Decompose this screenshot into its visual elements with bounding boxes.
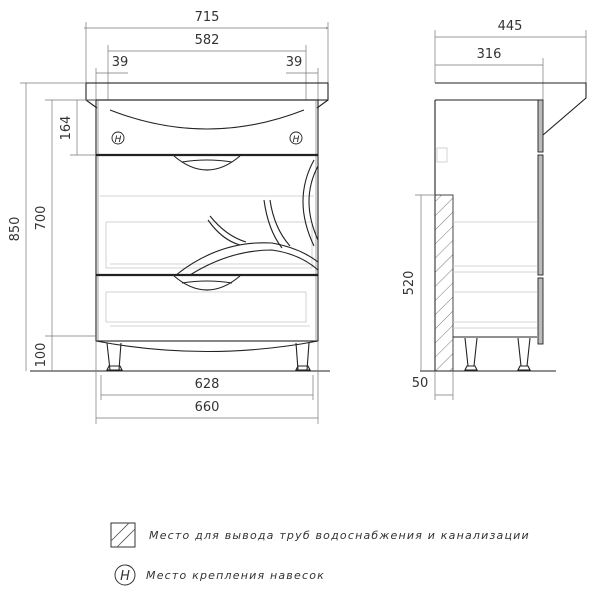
hanging-marker-left: H bbox=[111, 131, 125, 145]
dim-leg-spacing: 628 bbox=[195, 377, 220, 392]
legend-pipe-outlet-text: Место для вывода труб водоснабжения и ка… bbox=[149, 529, 530, 542]
dim-cabinet-depth: 316 bbox=[477, 47, 502, 62]
legend: Место для вывода труб водоснабжения и ка… bbox=[110, 522, 530, 586]
dim-leg-height: 100 bbox=[34, 343, 49, 368]
svg-text:H: H bbox=[120, 569, 130, 584]
dim-right-offset: 39 bbox=[286, 55, 303, 70]
dim-pipe-zone-width: 50 bbox=[412, 376, 429, 391]
dim-pipe-zone-height: 520 bbox=[402, 271, 417, 296]
decorative-branch bbox=[175, 159, 319, 276]
dim-total-width: 715 bbox=[195, 10, 220, 25]
dim-top-section: 164 bbox=[59, 116, 74, 141]
svg-text:H: H bbox=[293, 135, 300, 145]
dim-left-offset: 39 bbox=[112, 55, 129, 70]
hanging-marker-right: H bbox=[289, 131, 303, 145]
hatched-square-icon bbox=[110, 522, 136, 548]
legend-hanging-point-text: Место крепления навесок bbox=[146, 569, 325, 582]
side-view: 445 316 520 bbox=[402, 19, 587, 400]
dim-cabinet-width: 660 bbox=[195, 400, 220, 415]
dim-total-depth: 445 bbox=[498, 19, 523, 34]
dim-total-height: 850 bbox=[8, 217, 23, 242]
circle-h-icon: H bbox=[114, 564, 136, 586]
dim-cabinet-height: 700 bbox=[34, 206, 49, 231]
front-view: 715 582 39 39 H H bbox=[8, 10, 330, 424]
dim-basin-width: 582 bbox=[195, 33, 220, 48]
svg-text:H: H bbox=[115, 135, 122, 145]
